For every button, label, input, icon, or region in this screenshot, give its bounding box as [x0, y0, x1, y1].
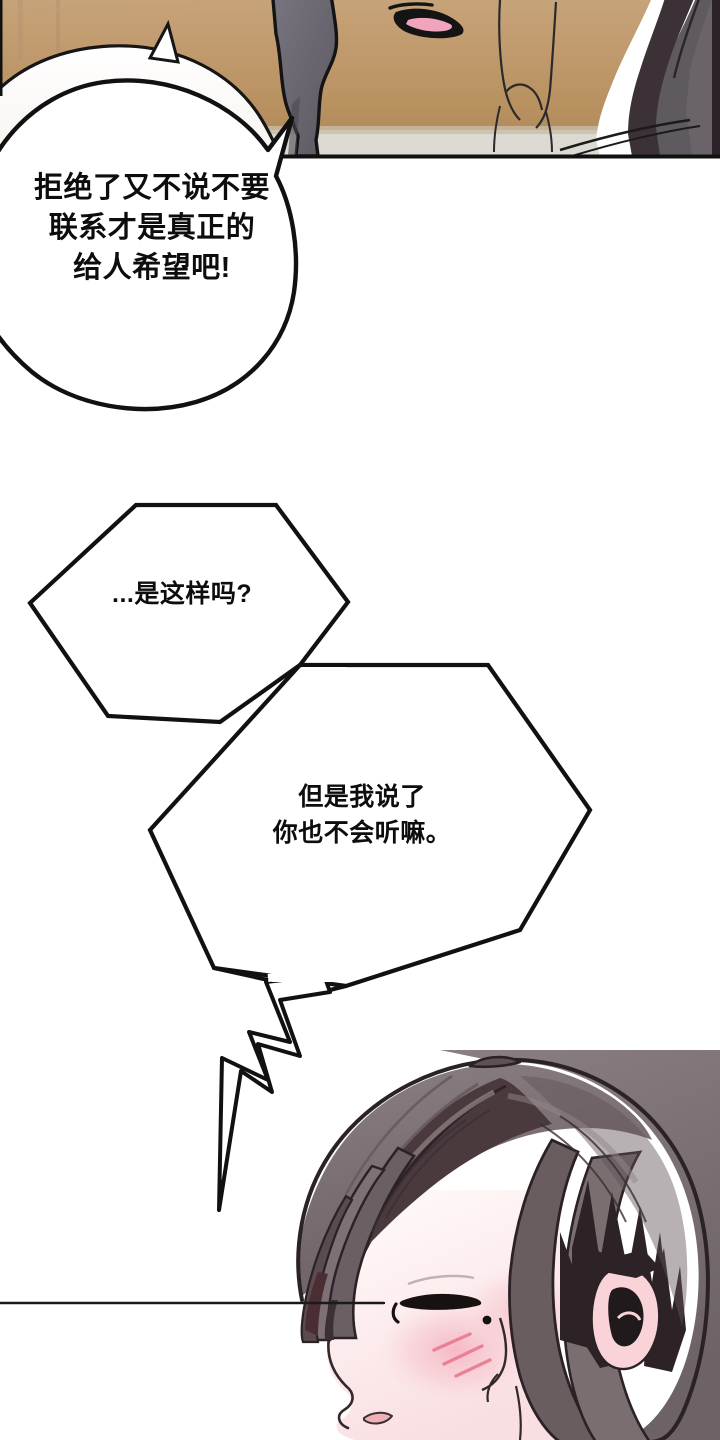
bubble-3-text: 但是我说了 你也不会听嘛。: [272, 783, 452, 847]
bubble-3-tail: [217, 973, 332, 1212]
eye-detail: [388, 2, 464, 39]
bubble-2-text: ...是这样吗?: [112, 580, 253, 608]
bubble-2-outline: [27, 502, 351, 725]
beauty-mark: [482, 1315, 492, 1325]
panel-baseline-rule: [0, 1302, 385, 1304]
bubble-1-text: 拒绝了又不说不要 联系才是真正的 给人希望吧!: [33, 172, 270, 285]
panel-bottom-artwork: [296, 1050, 720, 1440]
ear: [590, 1266, 661, 1371]
panel-top-artwork: [0, 0, 720, 156]
